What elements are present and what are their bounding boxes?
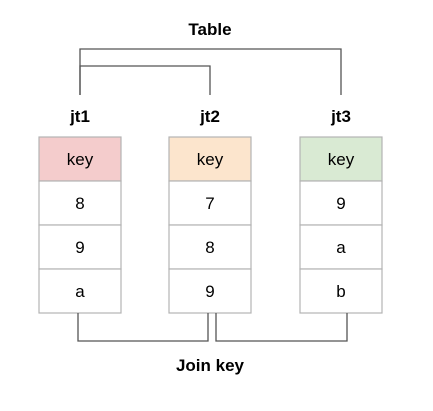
cell-value: 8 [75,194,84,213]
title-connectors [79,48,342,95]
header-cell [299,136,383,182]
table-cell [168,224,252,270]
table-name-jt3: jt3 [330,107,351,126]
table-cell [168,180,252,226]
table-cell [38,268,122,314]
cell-value: 9 [336,194,345,213]
cell-value: 8 [205,238,214,257]
table-cell [299,224,383,270]
connector-jt1-jt2-join [77,313,209,342]
connector-jt2-jt3-join [215,313,348,342]
cell-value: a [75,282,85,301]
diagram-title: Table [188,20,231,39]
cell-value: 9 [205,282,214,301]
table-jt1: key 8 9 a [38,136,122,314]
cell-value: 9 [75,238,84,257]
table-cell [168,268,252,314]
table-jt2: key 7 8 9 [168,136,252,314]
cell-value: a [336,238,346,257]
join-key-label: Join key [176,356,245,375]
join-key-connectors [77,313,348,342]
table-cell [299,268,383,314]
table-name-jt1: jt1 [69,107,90,126]
table-name-jt2: jt2 [199,107,220,126]
header-cell [168,136,252,182]
cell-value: 7 [205,194,214,213]
table-cell [299,180,383,226]
header-label: key [328,150,355,169]
connector-jt1-jt2 [79,65,211,95]
header-label: key [197,150,224,169]
cell-value: b [336,282,345,301]
header-label: key [67,150,94,169]
table-jt3: key 9 a b [299,136,383,314]
table-cell [38,180,122,226]
